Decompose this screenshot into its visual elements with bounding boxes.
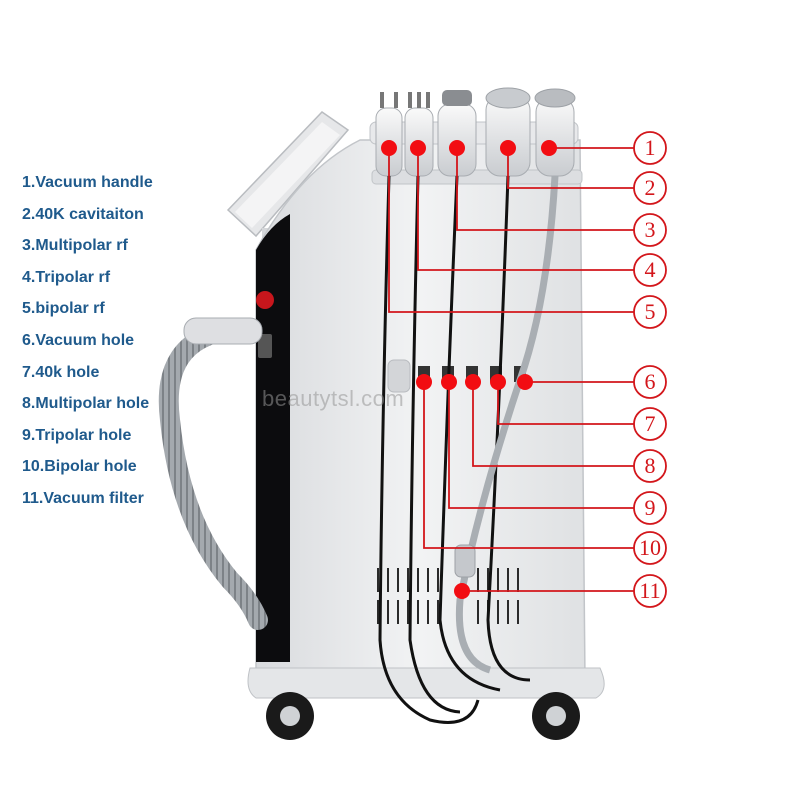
legend-item: 10.Bipolar hole [22, 458, 137, 476]
vent-grille [377, 568, 519, 624]
callout-number-6: 6 [633, 365, 667, 399]
dot-multipolar-rf [449, 140, 465, 156]
dot-vacuum-handle [541, 140, 557, 156]
dot-bipolar-hole [416, 374, 432, 390]
handpieces [375, 87, 576, 177]
legend-list: 1.Vacuum handle 2.40K cavitaiton 3.Multi… [22, 172, 222, 520]
dot-bipolar-rf [381, 140, 397, 156]
connector-port [258, 334, 272, 358]
dot-vacuum-hole [517, 374, 533, 390]
callout-number-2: 2 [633, 171, 667, 205]
callout-number-8: 8 [633, 449, 667, 483]
legend-item: 3.Multipolar rf [22, 237, 128, 255]
callout-number-9: 9 [633, 491, 667, 525]
callout-number-4: 4 [633, 253, 667, 287]
callout-number-text: 6 [645, 369, 656, 394]
small-vacuum-hose [455, 175, 559, 674]
legend-item: 5.bipolar rf [22, 300, 105, 318]
callout-number-text: 1 [645, 135, 656, 160]
legend-item: 8.Multipolar hole [22, 395, 150, 413]
callout-number-text: 7 [645, 411, 656, 436]
legend-item: 4.Tripolar rf [22, 268, 111, 286]
cavitation-handpiece [485, 87, 531, 177]
callout-number-text: 9 [645, 495, 656, 520]
legend-item: 6.Vacuum hole [22, 331, 135, 349]
callout-number-10: 10 [633, 531, 667, 565]
callout-dots [381, 140, 557, 599]
callout-number-text: 5 [645, 299, 656, 324]
callout-number-text: 4 [645, 257, 656, 282]
dot-multipolar-hole [465, 374, 481, 390]
dot-cavitation [500, 140, 516, 156]
vacuum-hose-connector [183, 317, 263, 345]
callout-number-11: 11 [633, 574, 667, 608]
callout-number-5: 5 [633, 295, 667, 329]
callout-lines [388, 147, 634, 592]
callout-number-text: 2 [645, 175, 656, 200]
callout-number-3: 3 [633, 213, 667, 247]
machine-base [247, 667, 605, 740]
machine-body [255, 139, 586, 681]
legend-item: 1.Vacuum handle [22, 174, 153, 191]
emergency-stop-button [256, 291, 274, 309]
callout-number-text: 11 [639, 578, 660, 603]
dot-tripolar-hole [441, 374, 457, 390]
watermark-text: beautytsl.com [262, 386, 405, 411]
callout-number-1: 1 [633, 131, 667, 165]
legend-item: 2.40K cavitaiton [22, 205, 144, 223]
legend-item: 11.Vacuum filter [22, 489, 144, 507]
legend-item: 9.Tripolar hole [22, 426, 132, 444]
handpiece-cables [378, 175, 531, 724]
legend-item: 7.40k hole [22, 363, 100, 381]
large-vacuum-hose [158, 320, 268, 630]
callout-number-text: 8 [645, 453, 656, 478]
dot-vacuum-filter [454, 583, 470, 599]
callout-number-7: 7 [633, 407, 667, 441]
vacuum-handpiece [534, 88, 576, 177]
callout-circles: 1 2 3 4 5 6 7 8 9 10 11 [633, 131, 667, 608]
callout-number-text: 10 [639, 535, 661, 560]
dot-tripolar-rf [410, 140, 426, 156]
dot-40k-hole [490, 374, 506, 390]
vacuum-filter [454, 544, 476, 578]
tripolar-handpiece [404, 92, 434, 177]
callout-number-text: 3 [645, 217, 656, 242]
front-panel [256, 214, 290, 662]
